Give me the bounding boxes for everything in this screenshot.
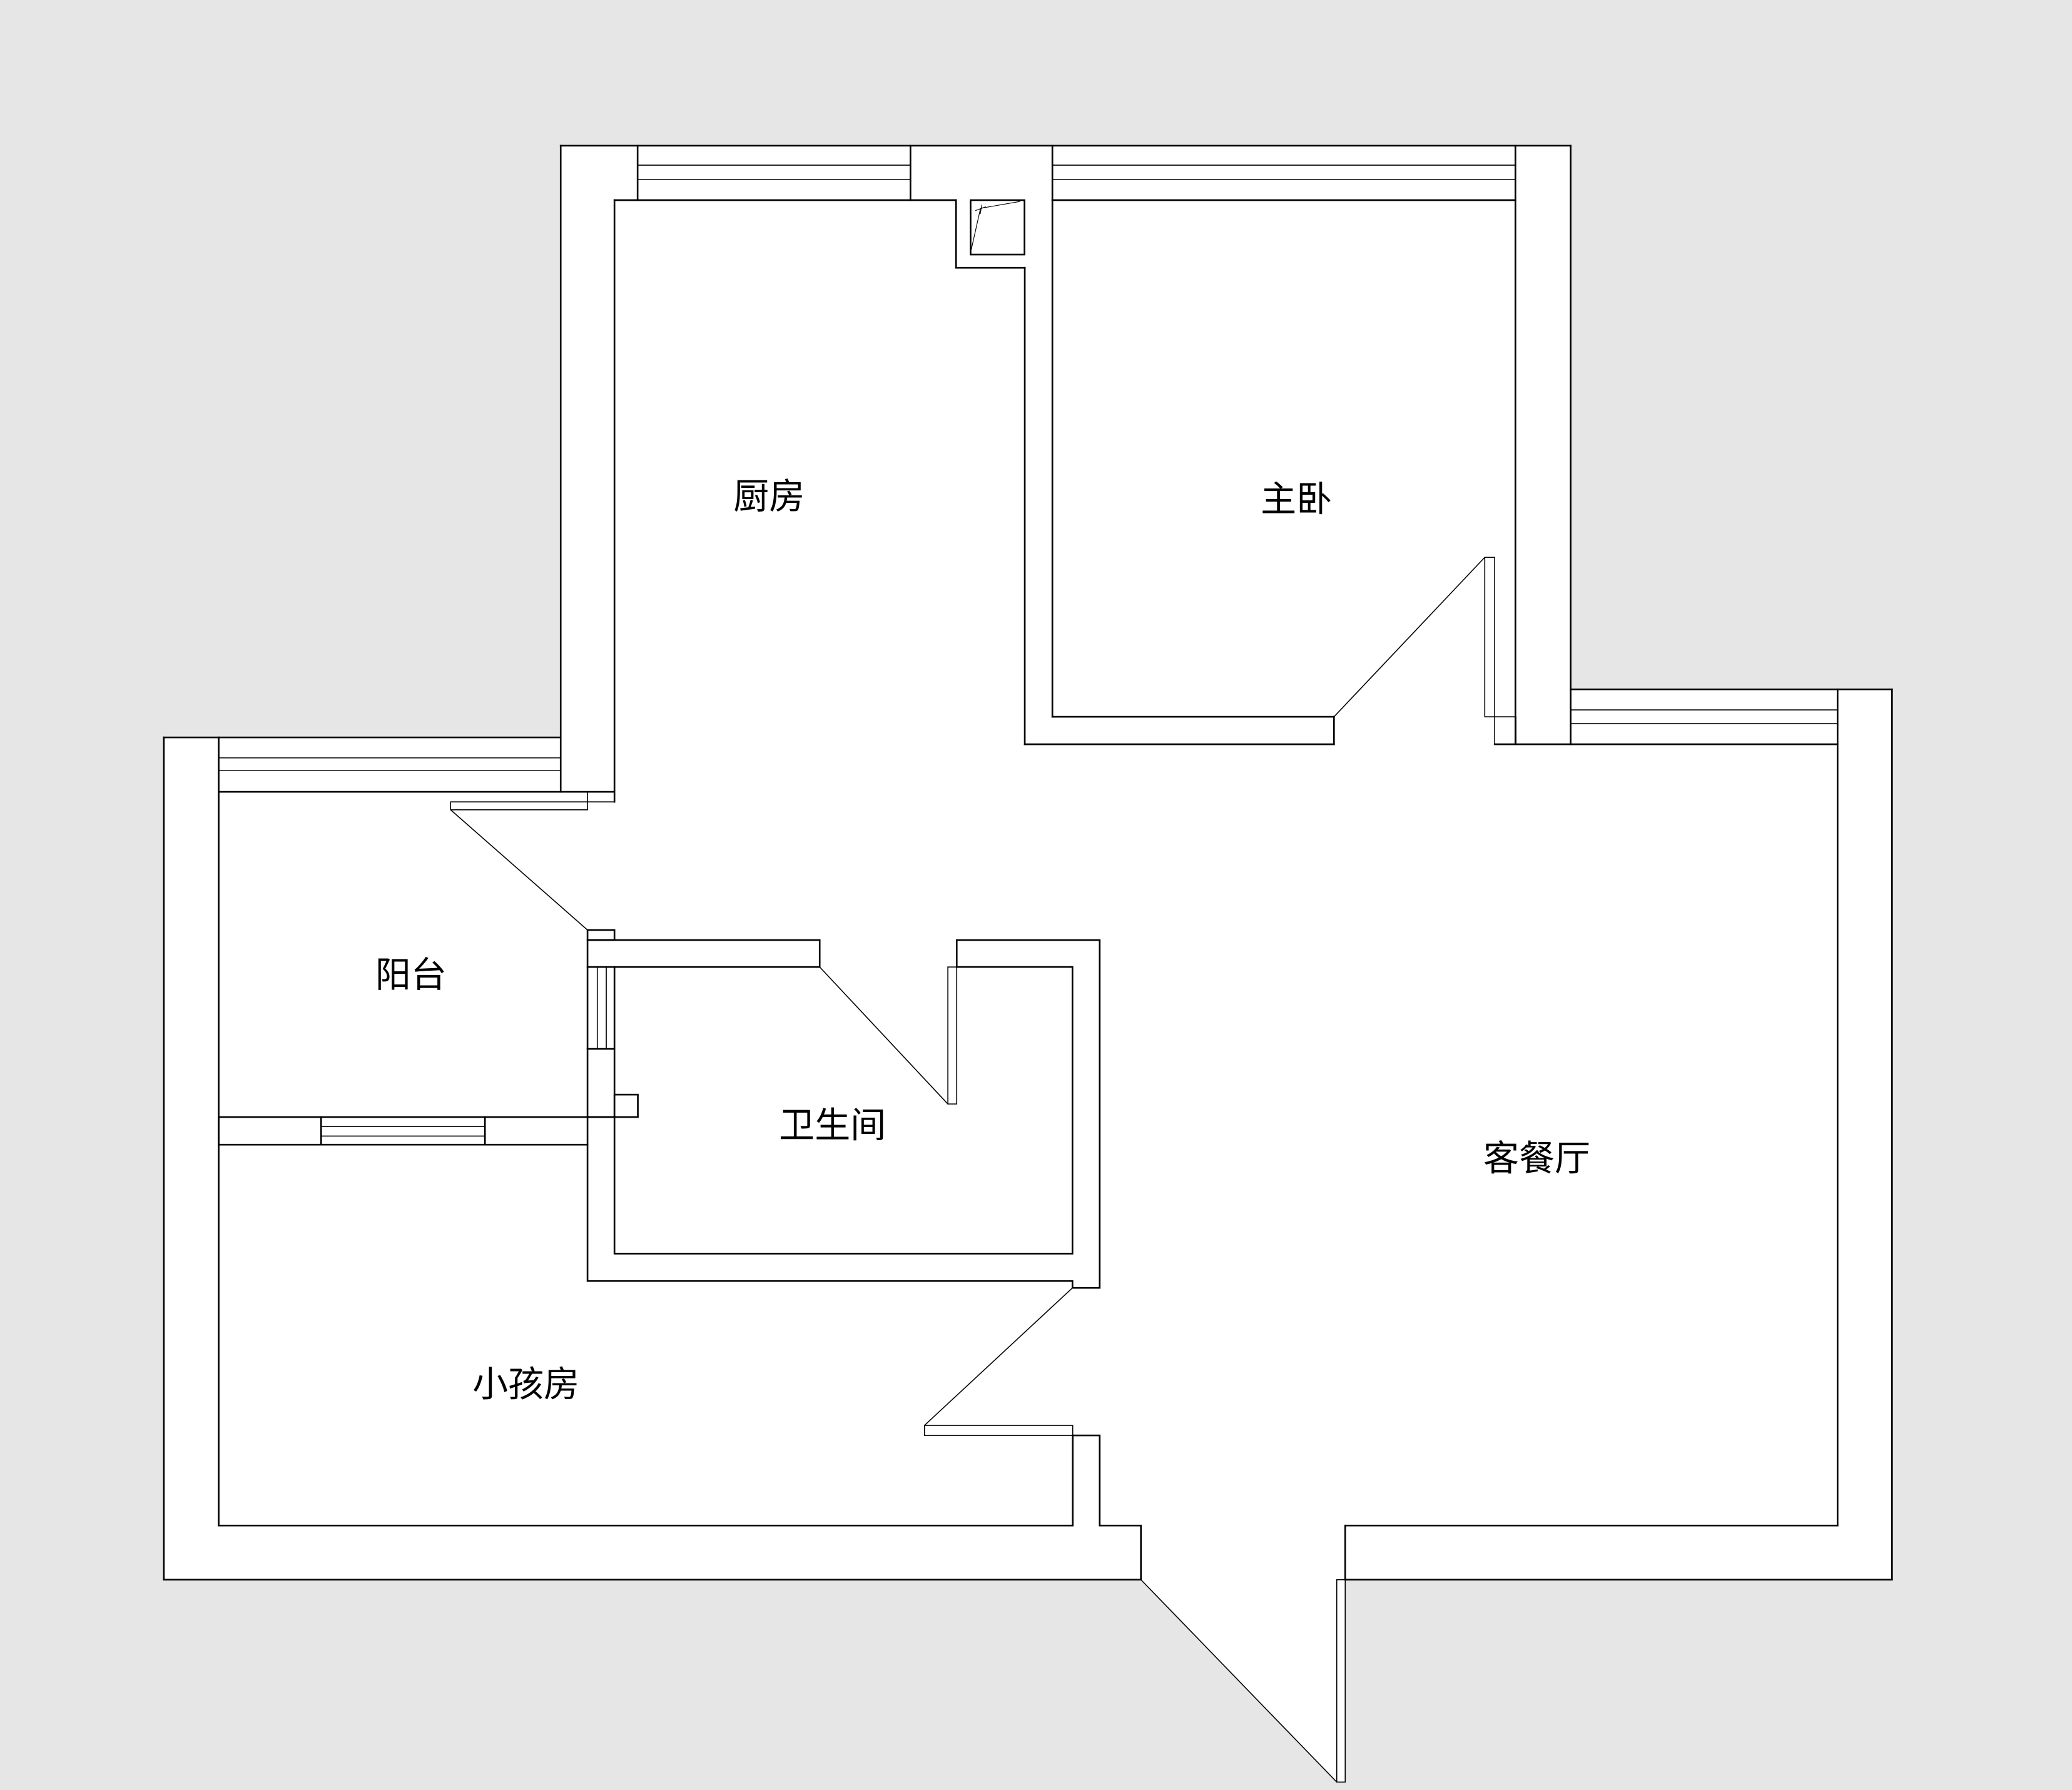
master-bedroom-walls (1023, 199, 1335, 746)
center-pillar (910, 144, 1054, 201)
living-dining-room-label: 客餐厅 (1483, 1138, 1590, 1179)
living-room-window (1570, 688, 1893, 746)
bathroom-walls (586, 929, 1101, 1289)
building-footprint (163, 145, 1892, 1782)
living-room-walls (1344, 688, 1893, 1581)
kitchen-right-wall (955, 199, 1026, 746)
bathroom-window (586, 966, 639, 1118)
kids-room-label: 小孩房 (472, 1364, 579, 1405)
kitchen-window (636, 144, 912, 201)
bathroom-door[interactable] (819, 966, 958, 1105)
balcony-door[interactable] (450, 791, 615, 931)
room-labels: 厨房 主卧 阳台 卫生间 客餐厅 小孩房 (375, 476, 1590, 1405)
top-exterior-wall (559, 144, 1572, 803)
bathroom-label: 卫生间 (779, 1105, 886, 1146)
entrance-door[interactable] (1140, 1579, 1346, 1783)
master-bedroom-door[interactable] (1333, 557, 1572, 746)
master-bedroom-label: 主卧 (1261, 478, 1332, 520)
duct-shaft (970, 199, 1025, 256)
kids-room-walls (218, 1434, 1142, 1581)
kids-room-window (218, 1116, 616, 1146)
balcony-window (163, 736, 616, 793)
kids-room-door[interactable] (923, 1287, 1074, 1436)
kitchen-label: 厨房 (733, 476, 805, 517)
balcony-label: 阳台 (375, 954, 447, 996)
bedroom-window (1051, 164, 1516, 201)
